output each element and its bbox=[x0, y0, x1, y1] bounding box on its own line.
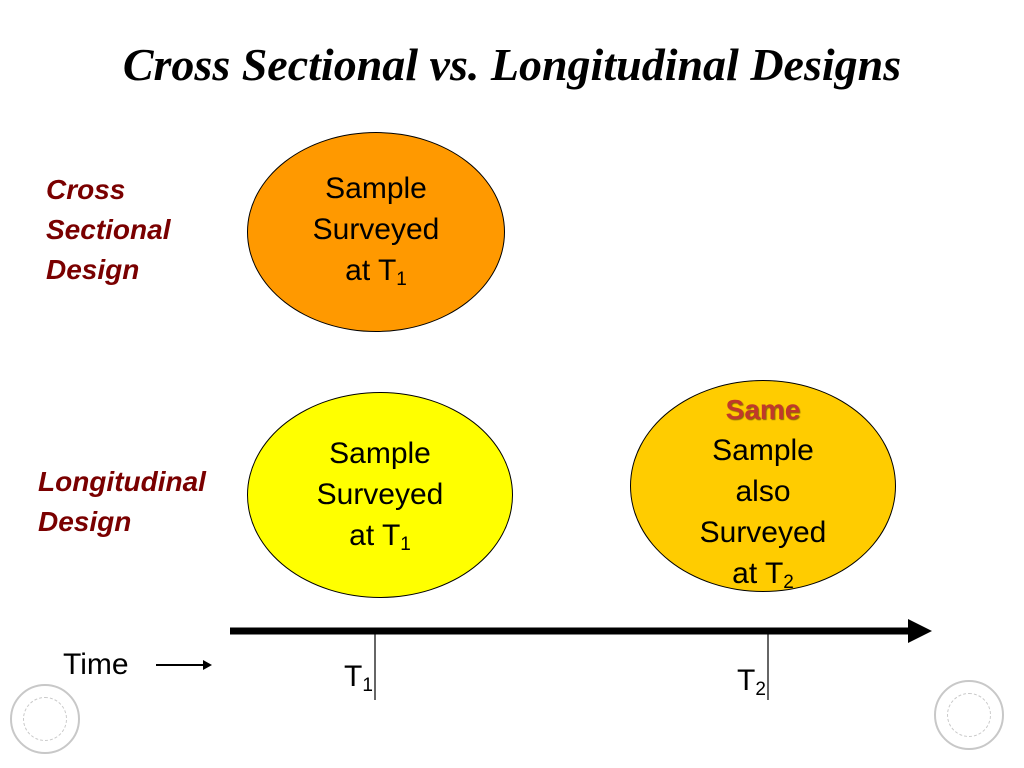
ellipse-text-line: Sample bbox=[712, 434, 814, 467]
time-label-base: at T bbox=[349, 519, 401, 552]
longitudinal-label-line: Longitudinal bbox=[38, 466, 206, 497]
time-subscript: 2 bbox=[783, 572, 794, 593]
longitudinal-label-line: Design bbox=[38, 506, 132, 537]
longitudinal-t1-sample-ellipse: Sample Surveyed at T1 bbox=[247, 392, 513, 598]
time-label-base: at T bbox=[345, 254, 397, 287]
t2-base: T bbox=[737, 664, 756, 697]
t2-subscript: 2 bbox=[755, 679, 766, 700]
time-label: Time bbox=[63, 648, 129, 681]
ellipse-text-line: at T1 bbox=[349, 515, 411, 556]
longitudinal-t2-sample-ellipse: Same Sample also Surveyed at T2 bbox=[630, 380, 896, 592]
timeline-arrowhead bbox=[908, 619, 932, 643]
t1-base: T bbox=[344, 660, 363, 693]
ellipse-text-line: also bbox=[735, 475, 791, 508]
cross-sectional-label-line: Design bbox=[46, 254, 140, 285]
time-subscript: 1 bbox=[396, 269, 407, 290]
ellipse-text-line: Sample bbox=[329, 437, 431, 470]
university-seal-right bbox=[934, 680, 1004, 750]
t1-label: T1 bbox=[344, 660, 373, 696]
ellipse-text-line: at T1 bbox=[345, 250, 407, 291]
same-emphasis: Same bbox=[725, 394, 801, 425]
cross-sectional-label: Cross Sectional Design bbox=[46, 170, 170, 290]
ellipse-text-line: Surveyed bbox=[699, 516, 827, 549]
seal-inner-ring bbox=[947, 693, 991, 737]
seal-inner-ring bbox=[23, 697, 67, 741]
page-title: Cross Sectional vs. Longitudinal Designs bbox=[122, 39, 902, 90]
cross-sectional-label-line: Sectional bbox=[46, 214, 171, 245]
ellipse-text-line: at T2 bbox=[732, 553, 794, 594]
t2-label: T2 bbox=[737, 664, 766, 700]
time-arrow-head bbox=[203, 660, 212, 670]
university-seal-left bbox=[10, 684, 80, 754]
ellipse-text-line: Surveyed bbox=[312, 213, 440, 246]
t1-subscript: 1 bbox=[362, 675, 373, 696]
longitudinal-label: Longitudinal Design bbox=[38, 462, 206, 542]
cross-sectional-sample-ellipse: Sample Surveyed at T1 bbox=[247, 132, 505, 332]
time-subscript: 1 bbox=[400, 534, 411, 555]
time-label-base: at T bbox=[732, 557, 784, 590]
ellipse-text-line: Surveyed bbox=[316, 478, 444, 511]
cross-sectional-label-line: Cross bbox=[46, 174, 126, 205]
ellipse-text-line: Sample bbox=[325, 172, 427, 205]
